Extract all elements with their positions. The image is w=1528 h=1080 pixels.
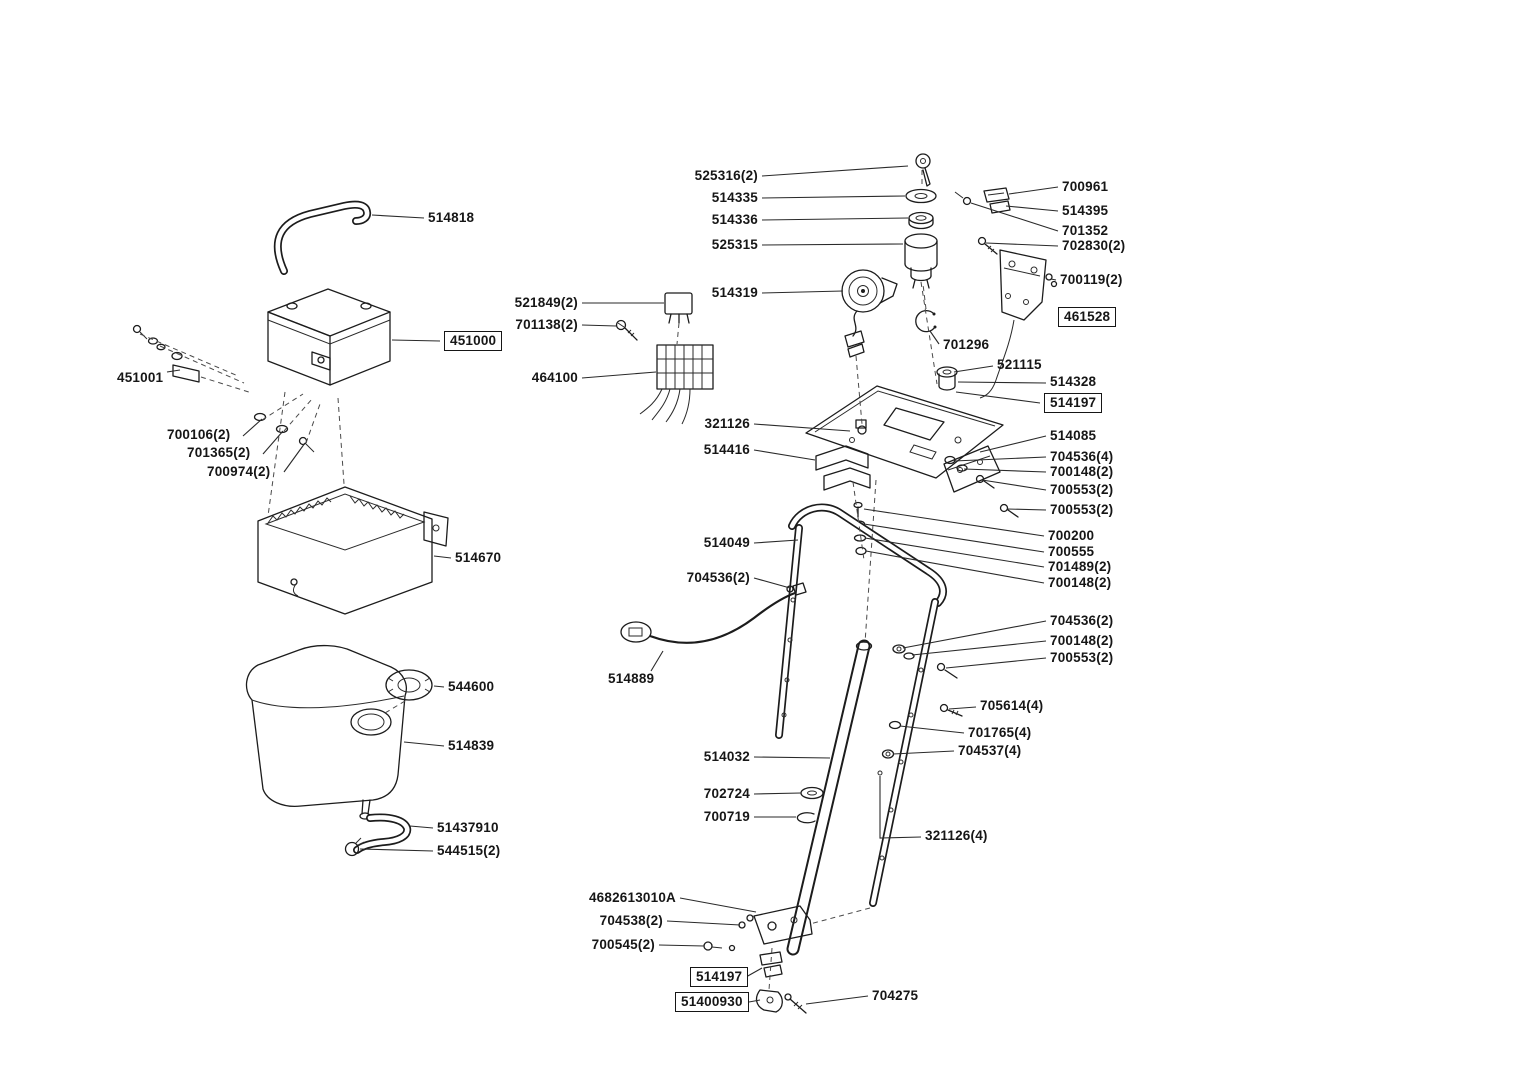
- screw-701138: [615, 319, 638, 341]
- dash-panel-321126: [805, 385, 1004, 479]
- switch-washer-514335: [905, 188, 937, 204]
- battery-box-514670: [257, 486, 449, 615]
- ignition-switch-525315: [904, 233, 938, 289]
- battery-mount-hardware: [132, 324, 315, 453]
- clamp-51400930: [755, 989, 783, 1013]
- handle-wire-514818: [273, 200, 372, 275]
- clamp-514197-lower: [759, 951, 783, 978]
- dash-mount-hardware-right: [944, 455, 1019, 518]
- snap-ring-701296: [915, 310, 937, 333]
- lower-bracket-4682613010A: [753, 905, 813, 945]
- screws-704538: [738, 914, 754, 929]
- bolt-700545: [703, 941, 736, 952]
- boot-521115-514328: [936, 366, 958, 391]
- pin-704275: [784, 993, 807, 1014]
- fuel-cap-544600: [385, 669, 433, 701]
- washer-702724: [800, 786, 824, 800]
- ignition-key-525316: [915, 153, 931, 187]
- ring-700719: [796, 812, 816, 824]
- frame-hardware-right: [881, 644, 963, 759]
- relay-521849: [664, 292, 693, 324]
- fuel-tank-514839: [245, 644, 407, 820]
- battery-bracket-451001: [172, 364, 200, 383]
- fuel-hose-51437910: [353, 813, 412, 854]
- steering-shaft-514032: [786, 639, 873, 956]
- ground-wire-514889: [620, 582, 807, 644]
- switch-nut-514336: [908, 211, 934, 230]
- horn-514319: [841, 269, 898, 358]
- bracket-assembly-461528: [954, 187, 1058, 399]
- fuse-box-464100: [639, 344, 714, 425]
- leader-lines: [166, 165, 1059, 1005]
- hose-clamp-544515: [344, 837, 365, 857]
- support-bracket-514416: [815, 445, 871, 491]
- battery-451000: [267, 288, 391, 386]
- assembly-alignment-lines: [139, 170, 938, 991]
- handle-frame-514049: [775, 503, 947, 907]
